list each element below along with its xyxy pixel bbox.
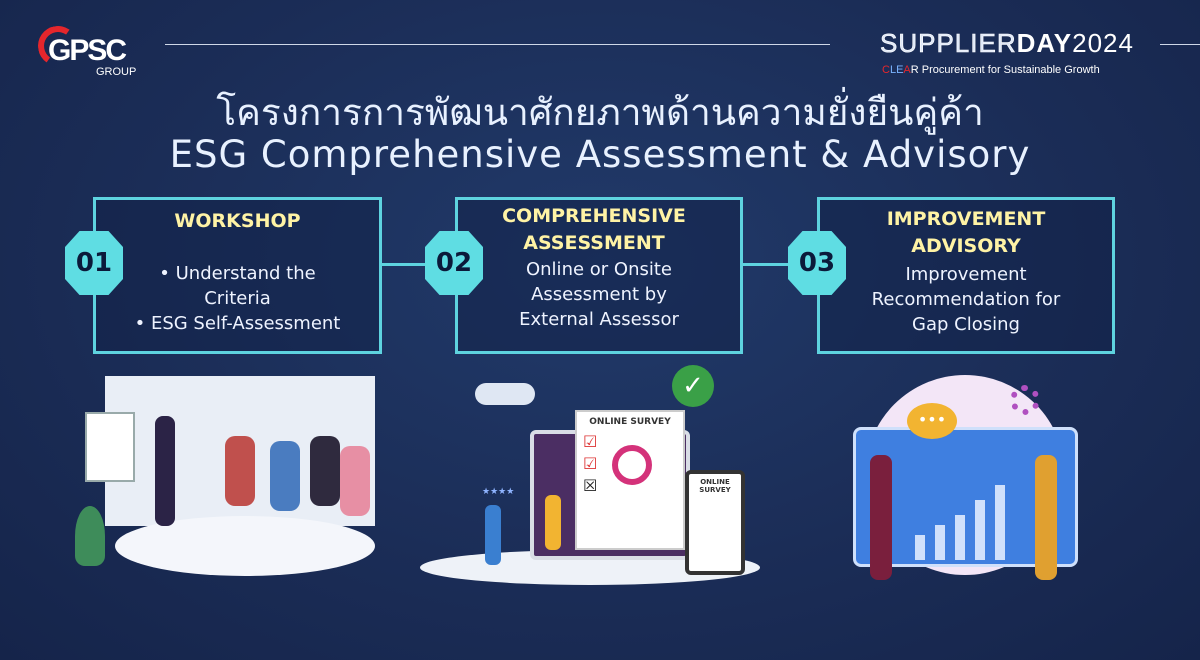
- person: [545, 495, 561, 550]
- step-line: • ESG Self-Assessment: [134, 313, 341, 334]
- workshop-illustration: [75, 376, 375, 576]
- person: [485, 505, 501, 565]
- rating-stars: ★★★★: [482, 487, 515, 497]
- attendee: [270, 441, 300, 511]
- survey-label: ONLINE SURVEY: [589, 417, 671, 427]
- title-thai: โครงการการพัฒนาศักยภาพด้านความยั่งยืนคู่…: [216, 91, 984, 134]
- step-number-badge: 02: [425, 231, 483, 295]
- chart-bar: [975, 500, 985, 560]
- step-line: Criteria: [204, 288, 271, 309]
- survey-illustration: ONLINE SURVEY ☑☑☒ ✓ ONLINE SURVEY ★★★★: [420, 365, 760, 595]
- attendee: [225, 436, 255, 506]
- plant: [75, 506, 105, 566]
- check-icon: ✓: [672, 365, 714, 407]
- flipchart: [85, 412, 135, 482]
- advisory-illustration: •••: [845, 375, 1085, 590]
- step-heading: WORKSHOP: [174, 210, 301, 232]
- step-heading: IMPROVEMENT ADVISORY: [886, 208, 1046, 257]
- tagline-letter: A: [903, 64, 911, 76]
- gear-icon: [1010, 385, 1040, 415]
- title-english: ESG Comprehensive Assessment & Advisory: [169, 133, 1031, 176]
- step-line: External Assessor: [519, 309, 679, 330]
- chart-bar: [955, 515, 965, 560]
- speech-bubble-icon: •••: [907, 403, 957, 439]
- step-line: Online or Onsite: [525, 259, 672, 280]
- checklist-icons: ☑☑☒: [583, 432, 598, 495]
- step-line: Improvement: [905, 264, 1027, 285]
- step-line: Recommendation for: [871, 289, 1061, 310]
- header-divider-right: [1160, 44, 1200, 45]
- event-name-bold: DAY: [1016, 28, 1073, 58]
- supplier-day-logo: SUPPLIERDAY2024: [880, 28, 1134, 59]
- tagline-letters: LE: [889, 64, 904, 76]
- attendee: [310, 436, 340, 506]
- logo-subtext: GROUP: [96, 66, 137, 78]
- chart-bar: [995, 485, 1005, 560]
- phone-survey: ONLINE SURVEY: [685, 470, 745, 575]
- logo-text: GPSC: [48, 34, 127, 67]
- step-line: • Understand the: [159, 263, 316, 284]
- step-assessment: COMPREHENSIVE ASSESSMENT Online or Onsit…: [455, 197, 743, 354]
- magnifier-icon: [612, 445, 652, 485]
- event-name-outline: SUPPLIER: [880, 28, 1017, 59]
- chart-bar: [935, 525, 945, 560]
- floor: [115, 516, 375, 576]
- phone-survey-label: ONLINE SURVEY: [699, 478, 731, 494]
- event-year: 2024: [1072, 28, 1134, 58]
- connector: [381, 263, 455, 266]
- step-number-badge: 03: [788, 231, 846, 295]
- step-workshop: WORKSHOP • Understand the Criteria • ESG…: [93, 197, 382, 354]
- presenter: [155, 416, 175, 526]
- chart-bar: [915, 535, 925, 560]
- gpsc-logo: GPSC GROUP: [34, 22, 148, 84]
- step-line: Assessment by: [531, 284, 667, 305]
- step-heading: COMPREHENSIVE ASSESSMENT: [502, 205, 686, 254]
- step-number-badge: 01: [65, 231, 123, 295]
- tagline-text: R Procurement for Sustainable Growth: [910, 64, 1100, 76]
- tagline-letter: C: [882, 64, 890, 76]
- attendee: [340, 446, 370, 516]
- person: [870, 455, 892, 580]
- header-divider: [165, 44, 830, 45]
- step-advisory: IMPROVEMENT ADVISORY Improvement Recomme…: [817, 197, 1115, 354]
- step-line: Gap Closing: [912, 314, 1020, 335]
- person: [1035, 455, 1057, 580]
- connector: [742, 263, 817, 266]
- cloud-icon: [475, 383, 535, 405]
- tagline: CLEAR Procurement for Sustainable Growth: [882, 64, 1100, 76]
